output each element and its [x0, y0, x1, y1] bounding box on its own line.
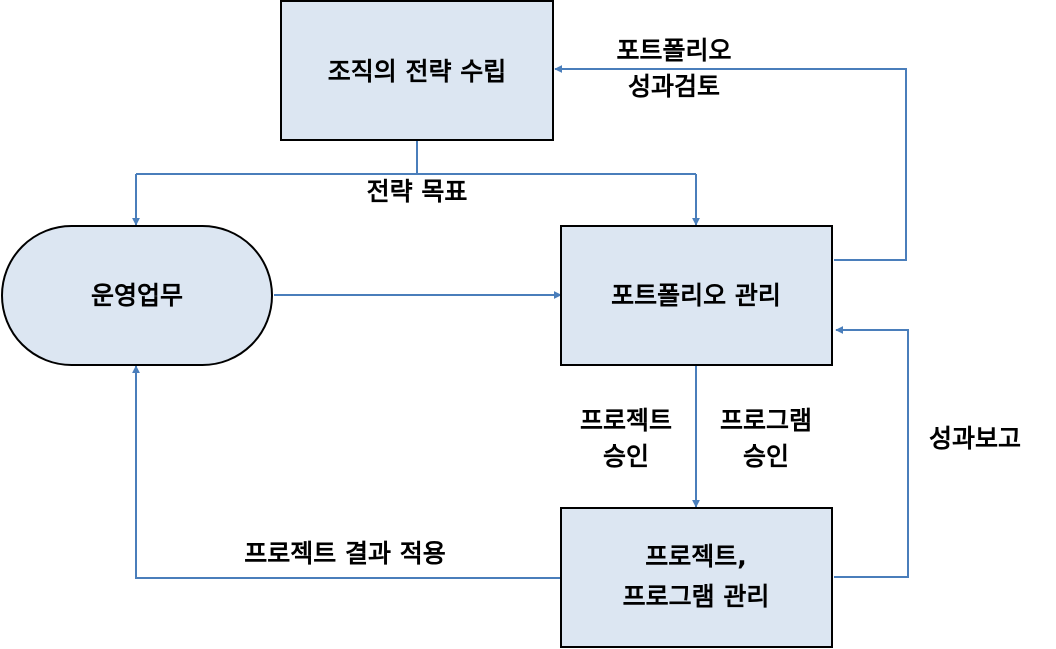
node-operations-label: 운영업무: [91, 281, 183, 310]
node-project-program-line2: 프로그램 관리: [623, 582, 770, 611]
node-strategy: 조직의 전략 수립: [280, 0, 554, 141]
label-performance-report: 성과보고: [929, 424, 1021, 453]
label-portfolio-review-line2: 성과검토: [628, 72, 720, 101]
node-portfolio-label: 포트폴리오 관리: [611, 281, 781, 310]
edge-apply-results: [132, 365, 561, 579]
node-operations: 운영업무: [1, 225, 273, 366]
label-portfolio-review-line1: 포트폴리오: [616, 36, 731, 65]
edge-portfolio-review: [554, 65, 907, 261]
label-program-approval-line2: 승인: [743, 442, 789, 471]
label-project-approval-line2: 승인: [603, 442, 649, 471]
label-strategic-goals: 전략 목표: [367, 177, 468, 206]
node-project-program-line1: 프로젝트,: [645, 542, 747, 571]
edge-strategy-split: [136, 140, 696, 175]
label-project-approval-line1: 프로젝트: [580, 406, 672, 435]
node-strategy-label: 조직의 전략 수립: [328, 57, 506, 86]
node-portfolio: 포트폴리오 관리: [560, 225, 833, 366]
node-project-program: 프로젝트, 프로그램 관리: [560, 507, 833, 648]
label-program-approval-line1: 프로그램: [720, 406, 812, 435]
edge-performance-report: [834, 326, 909, 578]
label-apply-results: 프로젝트 결과 적용: [244, 539, 445, 568]
